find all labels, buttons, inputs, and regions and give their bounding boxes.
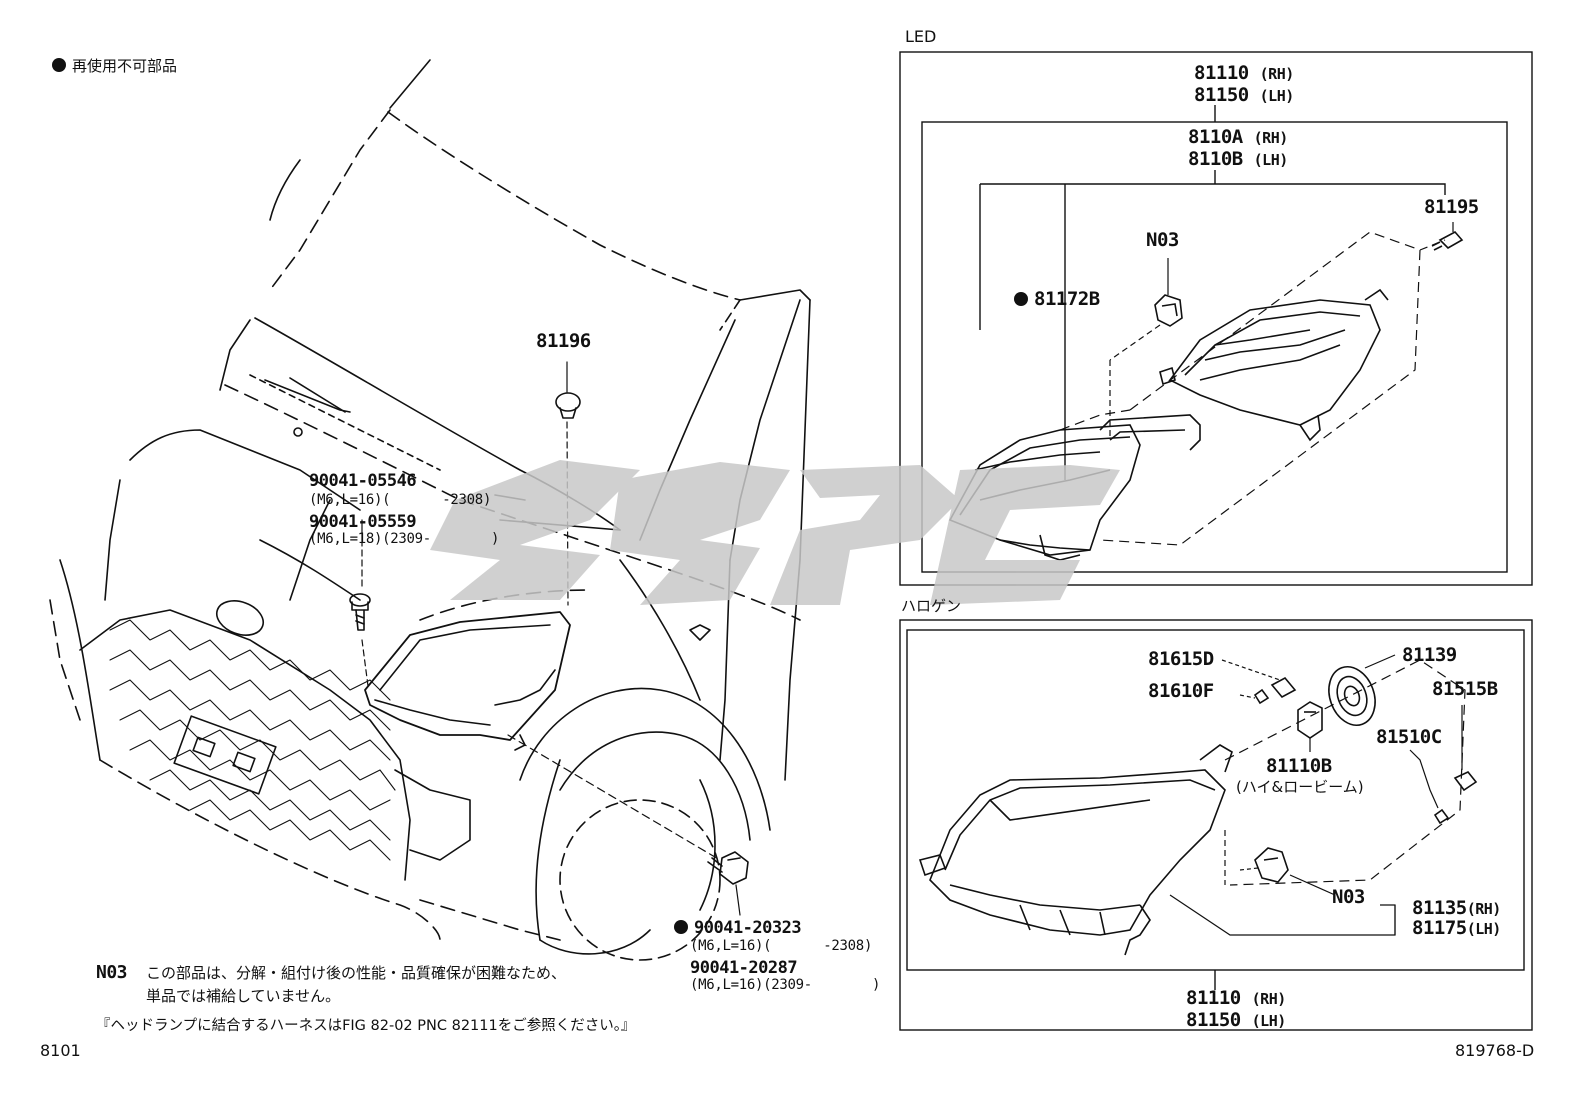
label-8110a-rh[interactable]: 8110A (RH) — [1188, 126, 1288, 148]
label-90041-20323[interactable]: 90041-20323 — [674, 917, 802, 939]
label-81510c[interactable]: 81510C — [1376, 726, 1442, 748]
label-81110b[interactable]: 81110B — [1266, 755, 1332, 777]
label-81610f[interactable]: 81610F — [1148, 680, 1214, 702]
label-81615d[interactable]: 81615D — [1148, 648, 1214, 670]
label-90041-05546[interactable]: 90041-05546 — [309, 471, 417, 491]
bullet-dot-icon — [52, 58, 66, 72]
halogen-panel-frames — [899, 619, 1533, 1031]
label-8110b-lh[interactable]: 8110B (LH) — [1188, 148, 1288, 170]
spec-90041-05546: (M6,L=16)(-2308) — [309, 492, 492, 508]
illustration-code: 819768-D — [1455, 1041, 1535, 1060]
bullet-dot-icon — [1014, 292, 1028, 306]
bullet-dot-icon — [674, 920, 688, 934]
note-n03-text-2: 単品では補給していません。 — [146, 987, 341, 1005]
diagram-code: 8101 — [40, 1041, 81, 1060]
label-halogen-81150-lh[interactable]: 81150 (LH) — [1186, 1009, 1286, 1031]
label-halogen-81110-rh[interactable]: 81110 (RH) — [1186, 987, 1286, 1009]
note-n03-code: N03 — [96, 962, 128, 983]
bulb-note: (ハイ&ロービーム) — [1236, 778, 1364, 796]
label-81195[interactable]: 81195 — [1424, 196, 1479, 218]
label-81515b[interactable]: 81515B — [1432, 678, 1498, 700]
grille-mesh — [109, 619, 396, 861]
note-n03-text-1: この部品は、分解・組付け後の性能・品質確保が困難なため、 — [146, 964, 567, 982]
car-body-outline — [49, 59, 811, 961]
label-led-n03[interactable]: N03 — [1146, 229, 1179, 251]
label-81139[interactable]: 81139 — [1402, 644, 1457, 666]
label-81172b[interactable]: 81172B — [1014, 288, 1100, 310]
label-halogen-n03[interactable]: N03 — [1332, 886, 1365, 908]
label-81135-rh[interactable]: 81135(RH) — [1412, 897, 1501, 919]
led-panel-frames — [899, 51, 1533, 586]
spec-90041-05559: (M6,L=18)(2309-) — [309, 531, 500, 547]
label-81175-lh[interactable]: 81175(LH) — [1412, 917, 1501, 939]
bolt-lower-graphic — [507, 734, 749, 916]
spec-90041-20323: (M6,L=16)(-2308) — [690, 938, 873, 954]
bolt-upper-graphic — [349, 539, 371, 687]
led-headlamp-graphics — [948, 222, 1464, 561]
spec-90041-20287: (M6,L=16)(2309-) — [690, 977, 881, 993]
harness-note: 『ヘッドランプに結合するハーネスはFIG 82-02 PNC 82111をご参照… — [96, 1018, 636, 1034]
led-panel-title: LED — [905, 27, 937, 46]
watermark-logo — [430, 460, 1120, 605]
label-90041-20287[interactable]: 90041-20287 — [690, 958, 798, 978]
halogen-panel-title: ハロゲン — [901, 597, 962, 615]
label-81196[interactable]: 81196 — [536, 330, 591, 352]
label-90041-05559[interactable]: 90041-05559 — [309, 512, 417, 532]
label-81110-rh[interactable]: 81110 (RH) — [1194, 62, 1294, 84]
label-81150-lh[interactable]: 81150 (LH) — [1194, 84, 1294, 106]
halogen-headlamp-graphics — [918, 654, 1478, 956]
non-reusable-legend: 再使用不可部品 — [52, 56, 177, 77]
